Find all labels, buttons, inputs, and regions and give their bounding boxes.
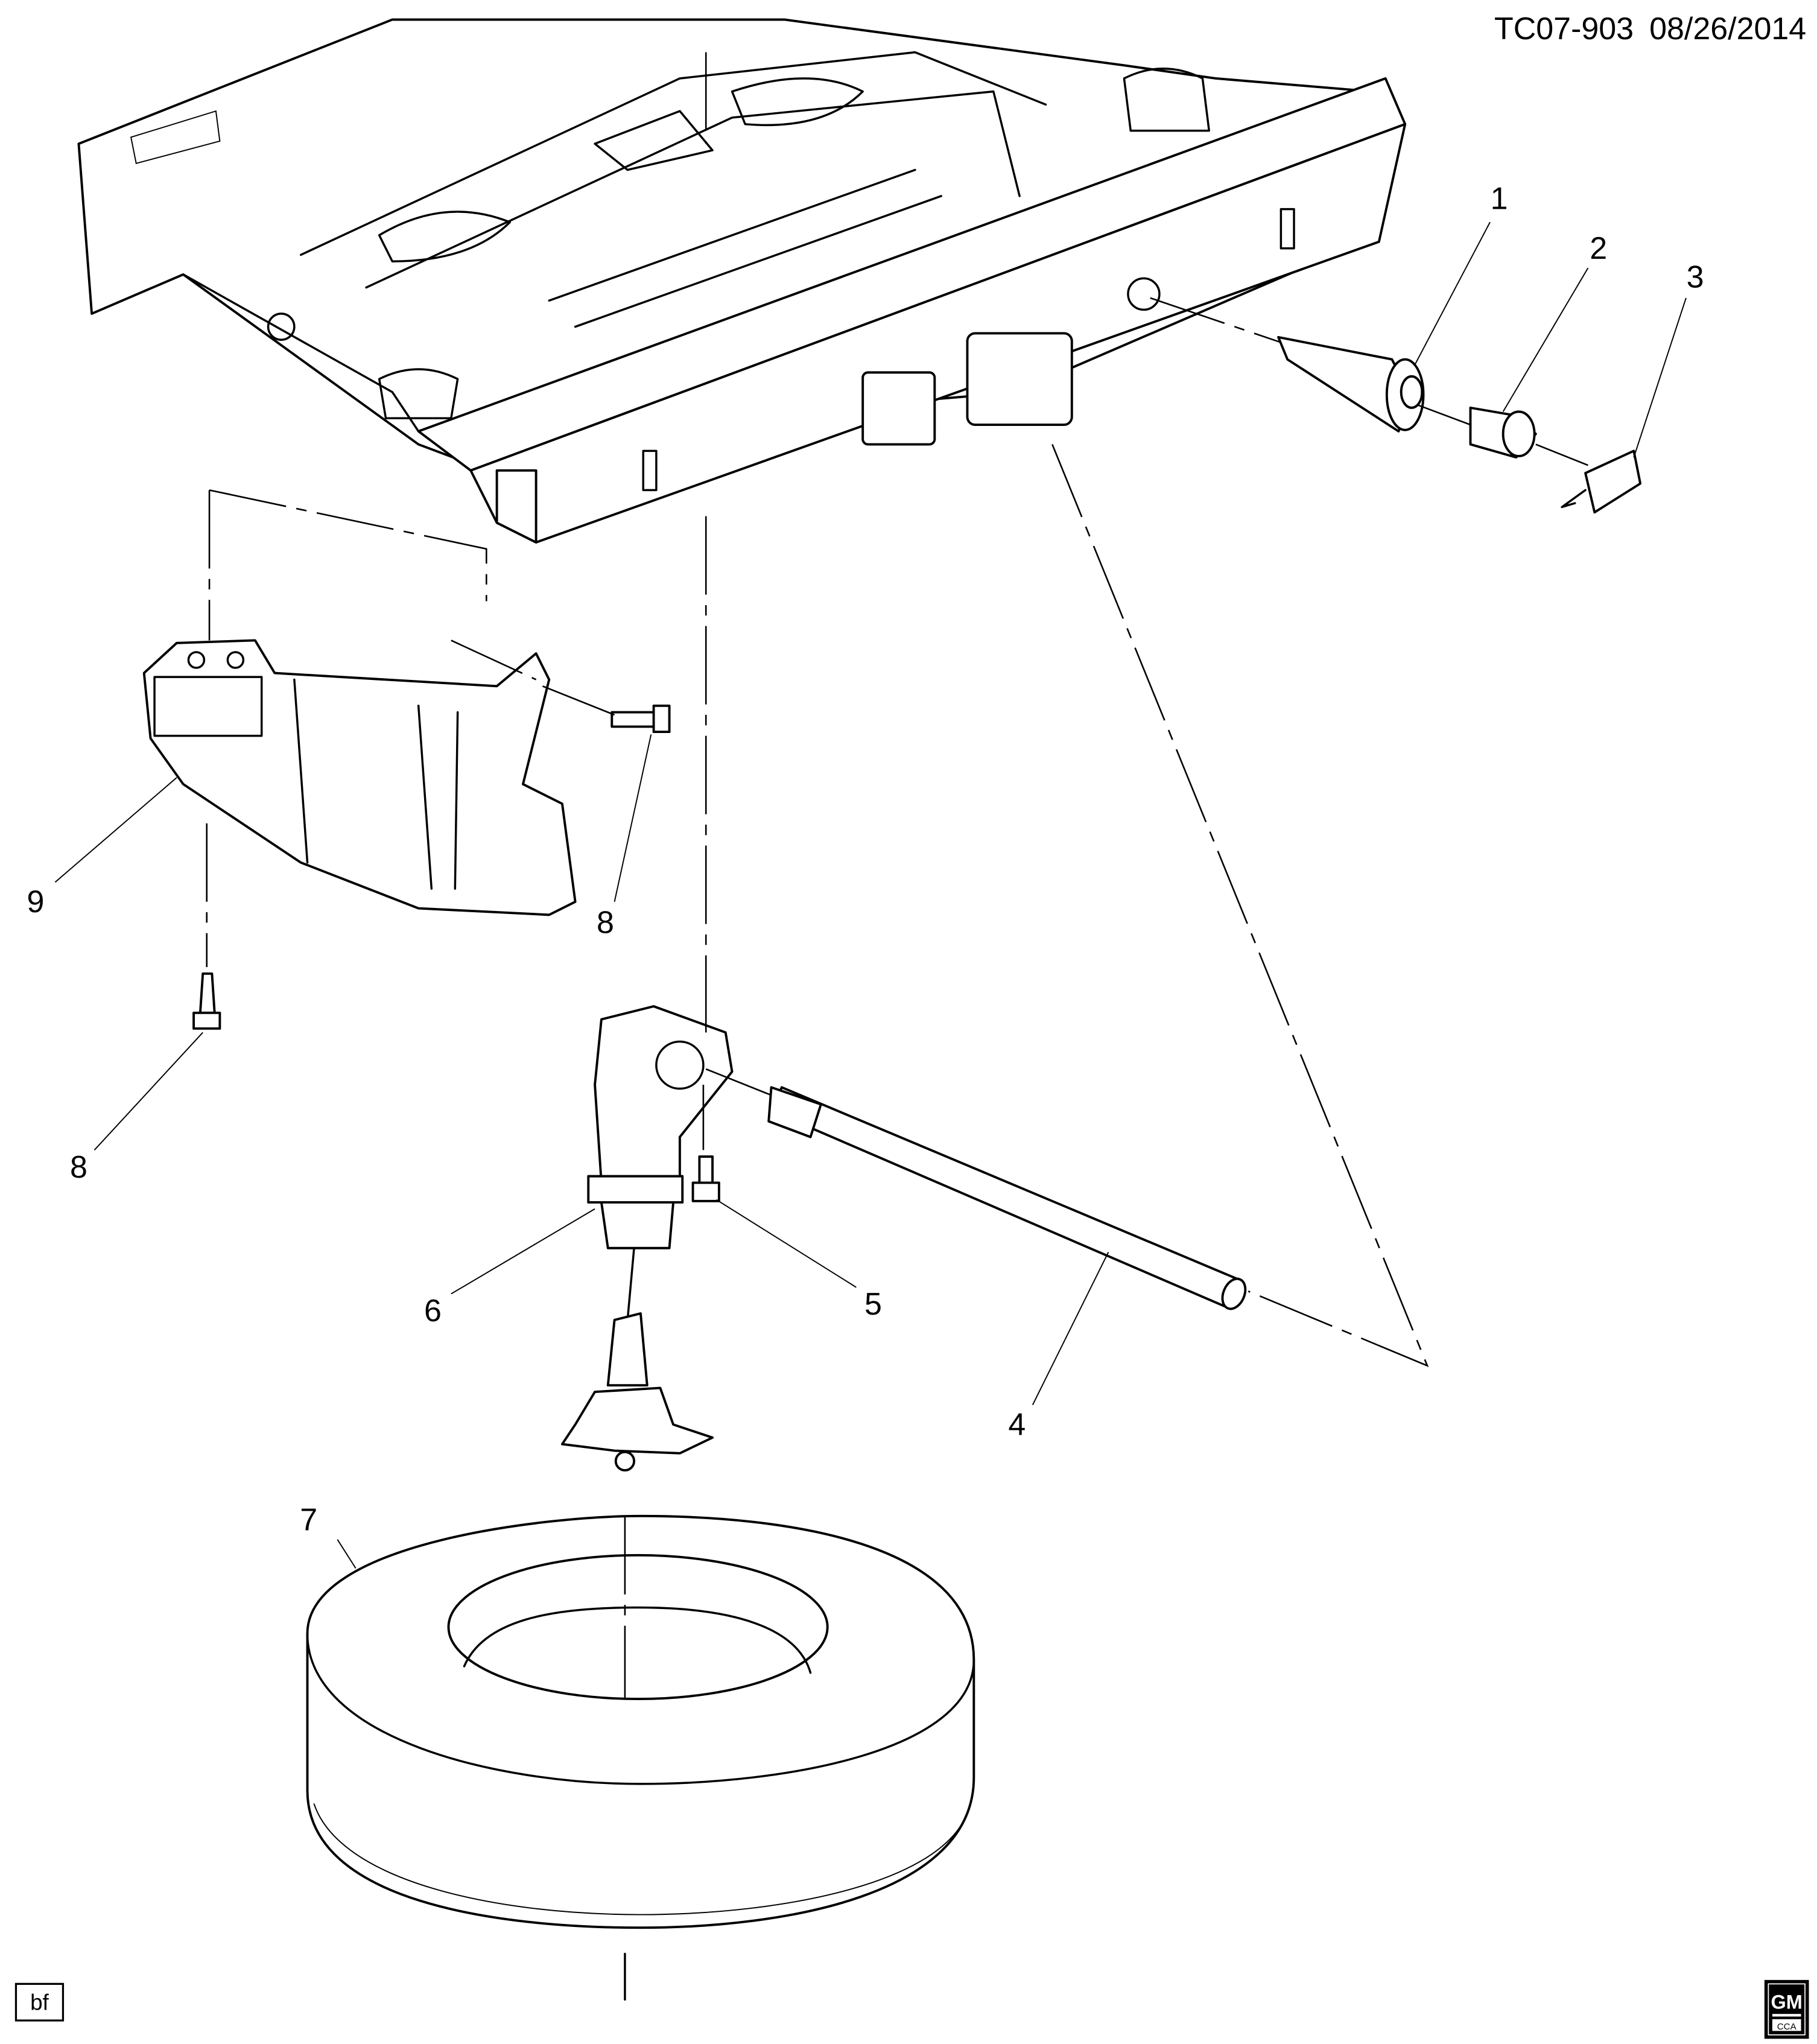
callout-6: 6 [424,1293,442,1328]
shield-part-9 [142,639,577,916]
screw-part-8-upper [610,704,671,734]
svg-text:bf: bf [30,1990,49,2015]
callout-4: 4 [1008,1408,1026,1443]
vehicle-frame [77,18,1407,544]
spare-tire-hoist-part-6 [560,1005,734,1471]
callout-2: 2 [1590,231,1607,266]
svg-text:CCA: CCA [1777,2022,1797,2032]
cap-part-3 [1561,449,1642,514]
bushing-part-1 [1277,335,1425,433]
callout-5: 5 [864,1287,882,1322]
screw-part-8-lower [192,972,221,1030]
callout-8-lower: 8 [70,1150,87,1185]
illustrator-initials-box: bf [14,1982,65,2022]
lock-cylinder-part-2 [1469,406,1537,459]
callout-1: 1 [1491,182,1508,217]
callout-7: 7 [300,1503,317,1538]
callout-9: 9 [27,884,44,919]
leader-lines [54,221,1687,1569]
callout-3: 3 [1687,260,1704,295]
guide-tube-part-4 [767,1086,1247,1310]
spare-tire-part-7 [306,1514,975,1929]
svg-text:GM: GM [1771,1992,1803,2013]
bolt-part-5 [691,1155,720,1202]
gm-logo: GM CCA [1764,1979,1809,2039]
callout-8-upper: 8 [597,906,614,941]
